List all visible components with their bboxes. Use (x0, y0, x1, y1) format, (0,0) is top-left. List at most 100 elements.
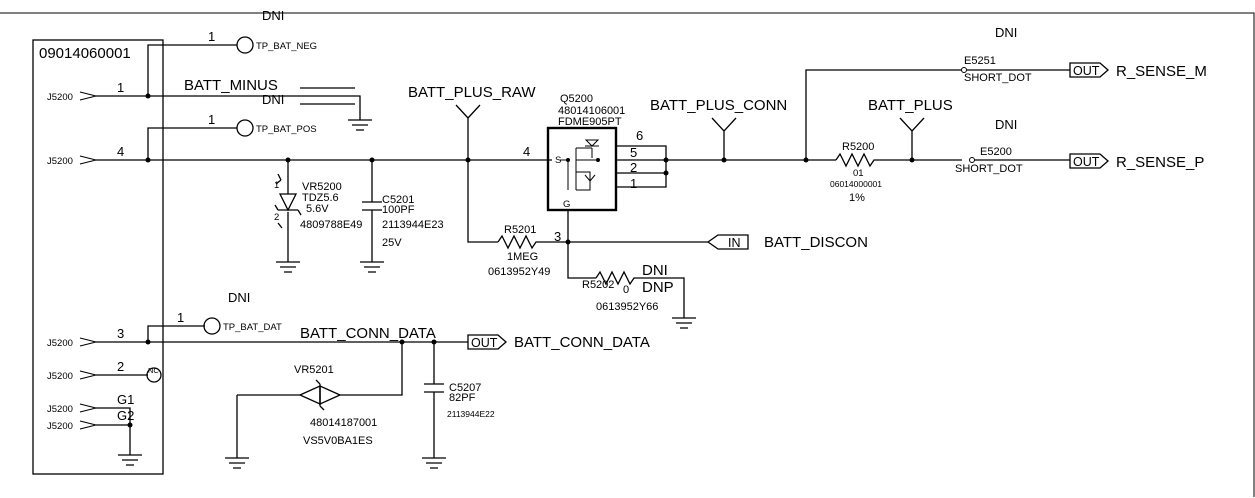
q5200-part: 48014106001 (558, 105, 625, 117)
e5200-ref: E5200 (980, 146, 1012, 158)
vr5200-ref: VR5200 (302, 181, 342, 193)
tp-bat-pos-pin: 1 (208, 112, 215, 127)
svg-text:J5200: J5200 (47, 404, 73, 415)
port-r-sense-p-dir: OUT (1073, 155, 1100, 169)
pin-3-label: 3 (117, 326, 124, 341)
e5251-dot (961, 67, 967, 73)
port-r-sense-p (1069, 153, 1109, 169)
vr5200-pin1: 1 (274, 180, 279, 191)
q5200-body (546, 126, 618, 212)
tp-bat-dat-circle (203, 317, 221, 335)
dni-label: DNI (995, 25, 1017, 40)
e5200-dot (969, 157, 975, 163)
vr5201-ref: VR5201 (294, 364, 334, 376)
vr5200-voltage: 5.6V (306, 203, 329, 215)
svg-text:J5200: J5200 (47, 338, 73, 349)
r5200-value: 01 (853, 168, 864, 179)
tp-bat-dat-pin: 1 (177, 310, 184, 325)
svg-text:J5200: J5200 (47, 421, 73, 432)
sheet-border (0, 12, 1255, 497)
port-r-sense-m-dir: OUT (1073, 64, 1100, 78)
dni-label: DNI (995, 117, 1017, 132)
q5200-ref: Q5200 (560, 93, 593, 105)
svg-text:J5200: J5200 (47, 156, 73, 167)
c5207-ref: C5207 (449, 382, 481, 394)
svg-text:J5200: J5200 (47, 92, 73, 103)
q5200-pin5: 5 (630, 145, 637, 160)
port-batt-conn-data-dir: OUT (471, 336, 498, 350)
r5200-part: 06014000001 (830, 179, 882, 189)
svg-text:J5200: J5200 (47, 371, 73, 382)
dni-label: DNI (228, 290, 250, 305)
port-batt-discon-dir: IN (728, 236, 741, 250)
pin-g1-label: G1 (117, 392, 134, 407)
q5200-pin2: 2 (630, 160, 637, 175)
vr5200-value: TDZ5.6 (302, 192, 339, 204)
connector-body (32, 39, 164, 475)
pin-4-label: 4 (117, 144, 124, 159)
port-r-sense-p-name: R_SENSE_P (1116, 154, 1204, 171)
port-r-sense-m (1069, 62, 1109, 78)
r5201-value: 1MEG (507, 251, 538, 263)
r5201-resistor (497, 234, 568, 250)
c5207-part: 2113944E22 (447, 409, 495, 419)
tp-bat-neg-circle (236, 36, 254, 54)
c5201-capacitor (362, 160, 382, 262)
q5200-g: G (563, 199, 570, 210)
net-batt-plus-raw: BATT_PLUS_RAW (408, 84, 536, 101)
dni-label: DNI (262, 92, 284, 107)
pin-g2-label: G2 (117, 408, 134, 423)
ground-symbol-c5201 (360, 261, 384, 273)
r5201-part: 0613952Y49 (488, 266, 550, 278)
tp-bat-pos-circle (236, 119, 254, 137)
q5200-symbol (560, 139, 600, 191)
q5200-pin6: 6 (636, 128, 643, 143)
vr5201-part: 48014187001 (310, 417, 377, 429)
r5201-ref: R5201 (504, 224, 536, 236)
tp-bat-dat-label: TP_BAT_DAT (223, 322, 282, 333)
net-batt-conn-data: BATT_CONN_DATA (300, 325, 436, 342)
c5201-part: 2113944E23 (382, 219, 444, 231)
port-r-sense-m-name: R_SENSE_M (1116, 63, 1207, 80)
pin-1-label: 1 (117, 80, 124, 95)
e5251-ref: E5251 (964, 55, 996, 67)
tp-bat-pos-label: TP_BAT_POS (256, 124, 317, 135)
port-batt-discon-name: BATT_DISCON (764, 234, 868, 251)
vr5201-value: VS5V0BA1ES (303, 435, 373, 447)
vr5200-zener (274, 160, 302, 262)
vr5201-tvs (298, 379, 342, 411)
r5202-ref: R5202 (582, 279, 614, 291)
port-batt-conn-data (467, 334, 507, 350)
port-batt-discon (706, 234, 749, 250)
ground-symbol-c5207 (422, 457, 446, 469)
e5200-type: SHORT_DOT (955, 163, 1023, 175)
connector-part-number: 09014060001 (39, 45, 131, 62)
c5201-voltage: 25V (382, 237, 402, 249)
ground-symbol-vr5200 (276, 261, 300, 273)
c5201-ref: C5201 (382, 194, 414, 206)
net-batt-plus-conn: BATT_PLUS_CONN (650, 97, 787, 114)
net-batt-plus: BATT_PLUS (868, 97, 953, 114)
ground-symbol-minus (348, 119, 372, 131)
q5200-s: S (555, 155, 561, 166)
r5202-resistor (595, 270, 685, 318)
r5200-resistor (835, 152, 962, 168)
connector-pin-refs: J5200 J5200 J5200 J5200 J5200 J5200 (47, 91, 97, 432)
q5200-value: FDME905PT (558, 116, 622, 128)
tp-bat-neg-pin: 1 (208, 29, 215, 44)
r5202-value: 0 (623, 284, 629, 296)
r5202-dnp: DNP (642, 279, 674, 296)
ground-symbol-vr5201 (225, 457, 249, 469)
r5202-part: 0613952Y66 (596, 301, 658, 313)
c5201-value: 100PF (382, 204, 415, 216)
r5200-tol: 1% (849, 192, 865, 204)
r5202-dni: DNI (642, 262, 668, 279)
nc-marker (146, 367, 162, 383)
c5207-capacitor (424, 342, 444, 458)
ground-symbol-r5202 (672, 317, 696, 329)
port-batt-conn-data-name: BATT_CONN_DATA (514, 334, 650, 351)
q5200-pin1: 1 (630, 176, 637, 191)
q5200-pin3: 3 (554, 229, 561, 244)
pin-2-label: 2 (117, 359, 124, 374)
